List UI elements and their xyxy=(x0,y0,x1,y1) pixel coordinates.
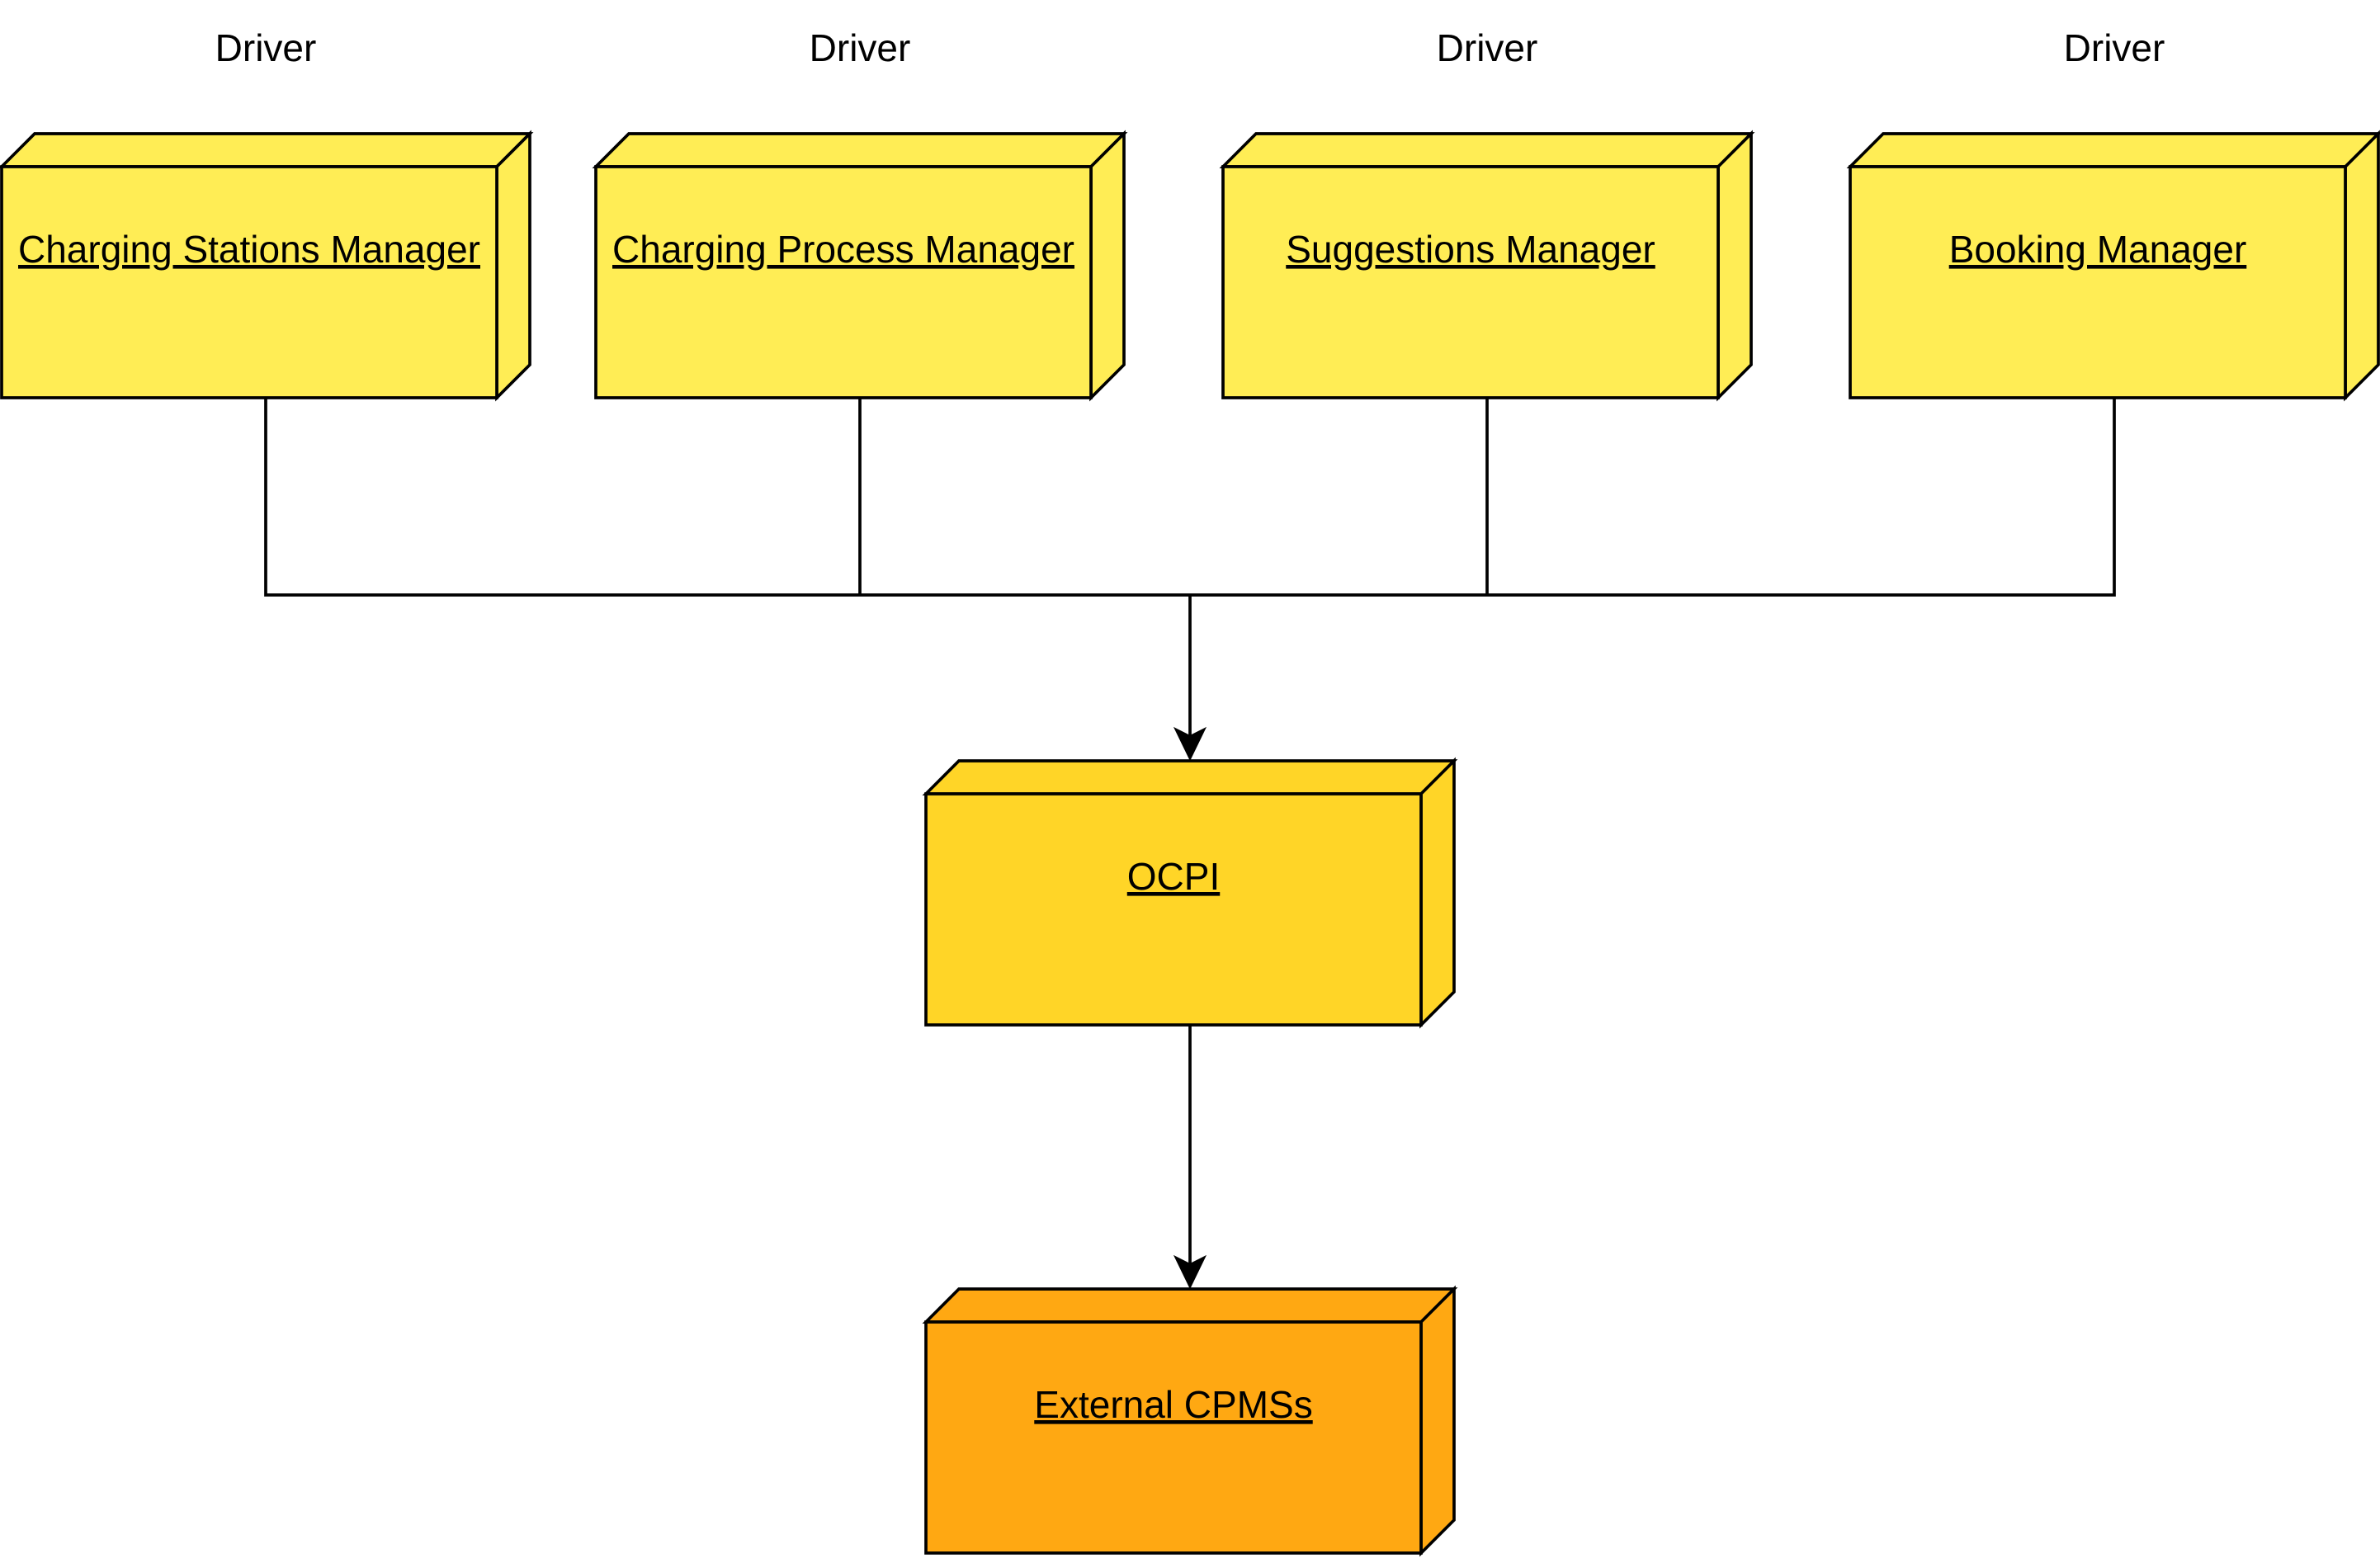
driver-label-2: Driver xyxy=(810,26,911,69)
node-label: Suggestions Manager xyxy=(1286,228,1655,271)
node-front-face xyxy=(1221,165,1720,399)
node-top-face xyxy=(922,1287,1458,1324)
node-label: External CPMSs xyxy=(1034,1383,1312,1426)
node-label: OCPI xyxy=(1127,855,1220,898)
node-front-face xyxy=(594,165,1093,399)
driver-label-3: Driver xyxy=(1437,26,1538,69)
arrowhead-to-external xyxy=(1173,1254,1207,1290)
node-ocpi: OCPI xyxy=(922,757,1458,1029)
node-top-face xyxy=(0,132,534,168)
driver-label-1: Driver xyxy=(215,26,317,69)
node-side-face xyxy=(1419,1285,1456,1557)
node-label: Booking Manager xyxy=(1949,228,2247,271)
node-side-face xyxy=(2344,130,2380,402)
node-side-face xyxy=(1717,130,1753,402)
node-front-face xyxy=(1849,165,2347,399)
node-front-face xyxy=(0,165,498,399)
node-side-face xyxy=(1089,130,1126,402)
node-suggestions-manager: Suggestions Manager xyxy=(1219,130,1755,402)
node-label: Charging Process Manager xyxy=(612,228,1074,271)
node-top-face xyxy=(592,132,1128,168)
node-booking-manager: Booking Manager xyxy=(1846,130,2380,402)
node-top-face xyxy=(1846,132,2380,168)
arrowhead-to-ocpi xyxy=(1173,726,1207,762)
node-charging-stations-manager: Charging Stations Manager xyxy=(0,130,534,402)
node-front-face xyxy=(924,1320,1423,1555)
connector-booking xyxy=(1190,398,2116,597)
node-front-face xyxy=(924,792,1423,1027)
node-external-cpmss: External CPMSs xyxy=(922,1285,1458,1557)
connector-charging-stations xyxy=(264,398,1190,597)
node-top-face xyxy=(922,759,1458,796)
node-side-face xyxy=(495,130,531,402)
node-side-face xyxy=(1419,757,1456,1029)
node-charging-process-manager: Charging Process Manager xyxy=(592,130,1128,402)
node-top-face xyxy=(1219,132,1755,168)
driver-label-4: Driver xyxy=(2064,26,2165,69)
node-label: Charging Stations Manager xyxy=(18,228,480,271)
